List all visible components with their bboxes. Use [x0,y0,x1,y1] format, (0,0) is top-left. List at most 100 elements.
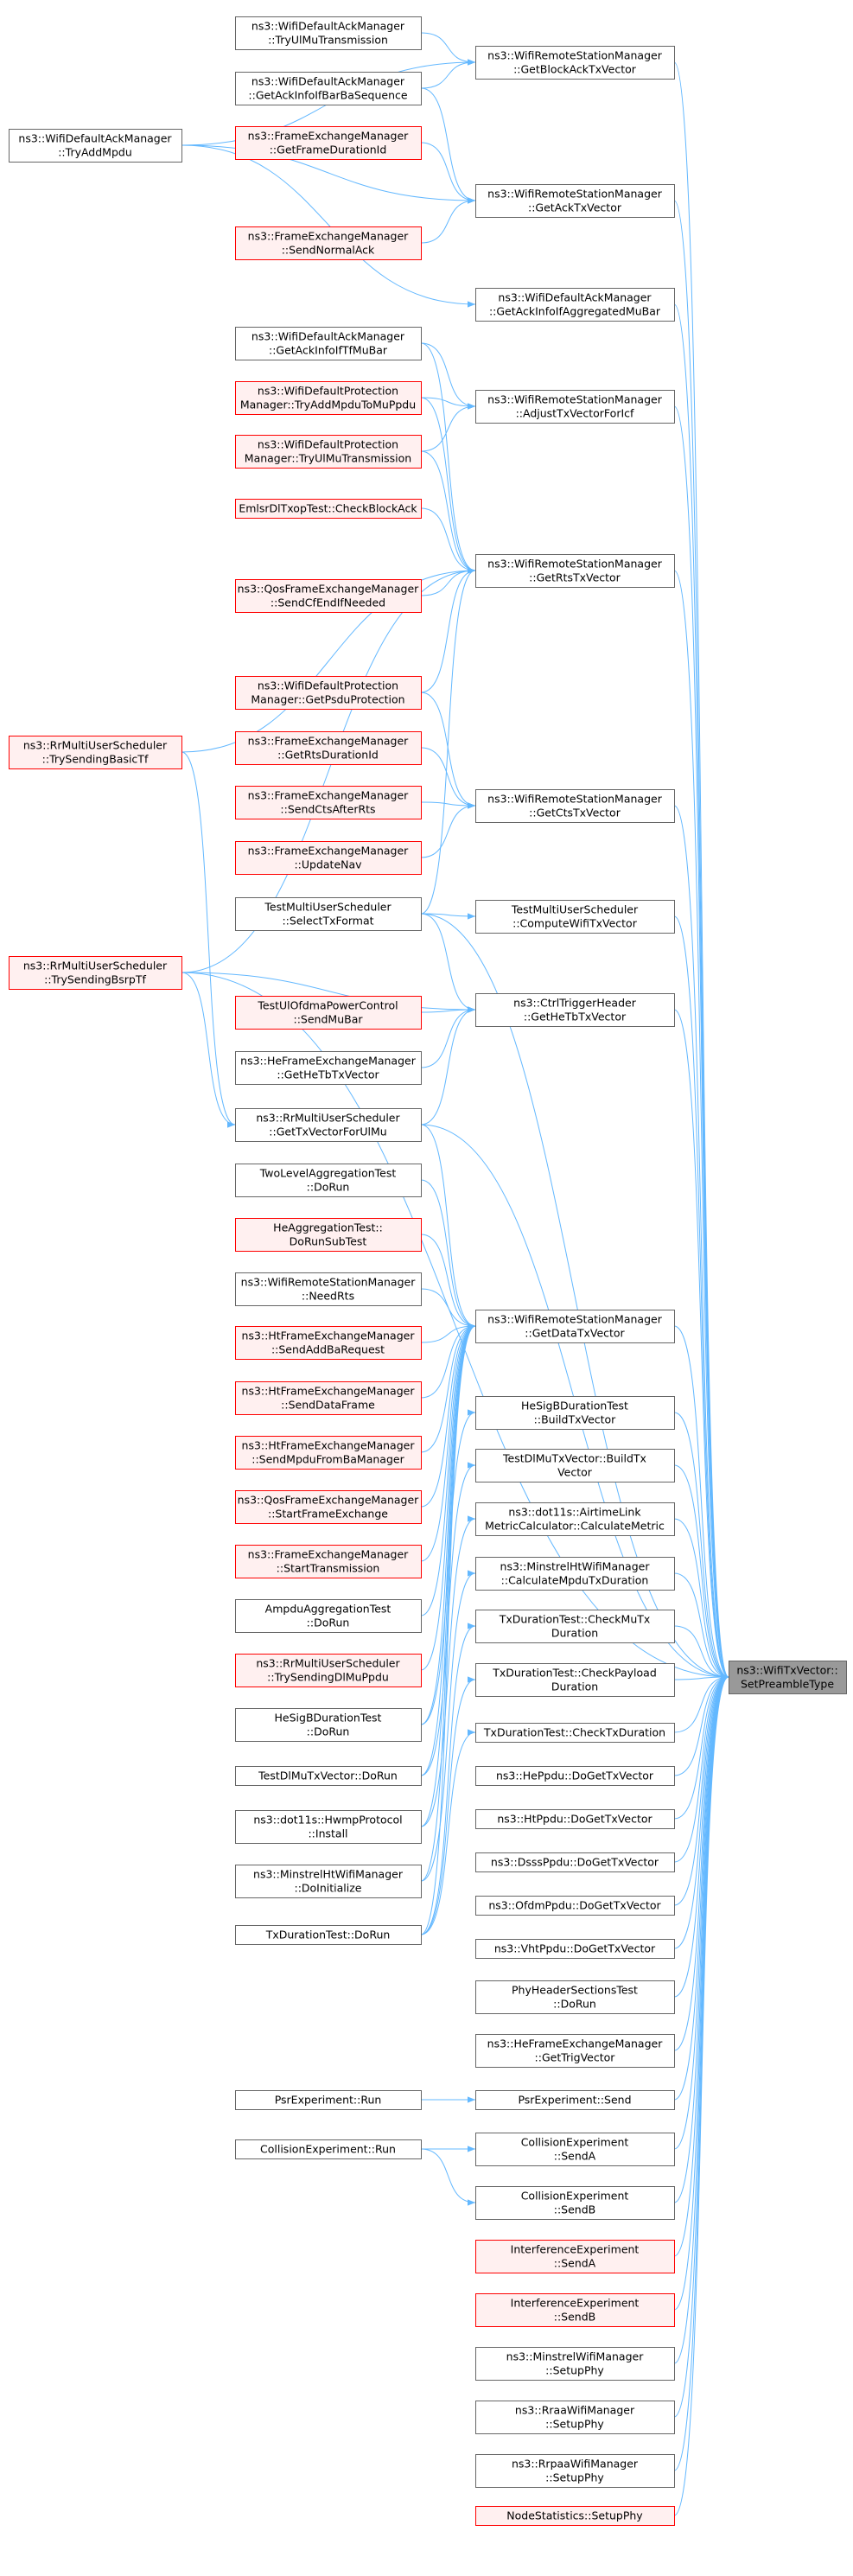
node-txd_checktx[interactable]: TxDurationTest::CheckTxDuration [475,1723,675,1743]
node-box [235,1654,422,1687]
node-rrmus_basictf[interactable]: ns3::RrMultiUserScheduler::TrySendingBas… [9,736,182,769]
node-rsm_adjust[interactable]: ns3::WifiRemoteStationManager::AdjustTxV… [475,390,675,424]
node-heppdu[interactable]: ns3::HePpdu::DoGetTxVector [475,1766,675,1786]
node-ofdmppdu[interactable]: ns3::OfdmPpdu::DoGetTxVector [475,1896,675,1916]
node-fem_rtsdur[interactable]: ns3::FrameExchangeManager::GetRtsDuratio… [235,731,422,765]
node-label-line: ns3::HeFrameExchangeManager [240,1055,417,1068]
edge-minstrelht_init-to-rsm_data [420,1323,476,1882]
node-rsm_cts[interactable]: ns3::WifiRemoteStationManager::GetCtsTxV… [475,789,675,823]
edge-coll_run-to-coll_sendb [420,2148,476,2206]
node-rrmus_bsrp[interactable]: ns3::RrMultiUserScheduler::TrySendingBsr… [9,956,182,990]
node-tdlmu_run[interactable]: TestDlMuTxVector::DoRun [235,1766,422,1786]
node-box [475,1939,675,1959]
node-htfem_addba[interactable]: ns3::HtFrameExchangeManager::SendAddBaRe… [235,1326,422,1360]
node-box [475,1852,675,1872]
node-txd_run[interactable]: TxDurationTest::DoRun [235,1925,422,1945]
node-hefem_hetb[interactable]: ns3::HeFrameExchangeManager::GetHeTbTxVe… [235,1051,422,1085]
node-hwmp[interactable]: ns3::dot11s::HwmpProtocol::Install [235,1810,422,1844]
node-box [475,900,675,934]
node-label-line: ::StartTransmission [277,1562,380,1575]
node-htfem_mpdu[interactable]: ns3::HtFrameExchangeManager::SendMpduFro… [235,1436,422,1470]
node-heagg[interactable]: HeAggregationTest::DoRunSubTest [235,1218,422,1252]
node-qos_start[interactable]: ns3::QosFrameExchangeManager::StartFrame… [235,1490,422,1524]
node-box [475,1557,675,1591]
node-dpm_addmpdu[interactable]: ns3::WifiDefaultProtectionManager::TryAd… [235,381,422,415]
node-psr_send[interactable]: PsrExperiment::Send [475,2090,675,2110]
node-dam_tryul[interactable]: ns3::WifiDefaultAckManager::TryUlMuTrans… [235,16,422,50]
node-tmus_select[interactable]: TestMultiUserScheduler::SelectTxFormat [235,897,422,931]
edge-rsm_blockack-to-target [673,61,729,1680]
node-coll_senda[interactable]: CollisionExperiment::SendA [475,2133,675,2166]
node-label-line: ::AdjustTxVectorForIcf [516,407,634,420]
node-htfem_data[interactable]: ns3::HtFrameExchangeManager::SendDataFra… [235,1381,422,1415]
node-rrpaa_setup[interactable]: ns3::RrpaaWifiManager::SetupPhy [475,2454,675,2488]
node-dot11s_calc[interactable]: ns3::dot11s::AirtimeLinkMetricCalculator… [475,1502,675,1536]
node-ctrl_hetb[interactable]: ns3::CtrlTriggerHeader::GetHeTbTxVector [475,993,675,1027]
node-dam_bar[interactable]: ns3::WifiDefaultAckManager::GetAckInfoIf… [235,72,422,105]
node-fem_normalack[interactable]: ns3::FrameExchangeManager::SendNormalAck [235,226,422,260]
node-htppdu[interactable]: ns3::HtPpdu::DoGetTxVector [475,1809,675,1829]
node-dpm_psdu[interactable]: ns3::WifiDefaultProtectionManager::GetPs… [235,676,422,710]
node-minstrel_calc[interactable]: ns3::MinstrelHtWifiManager::CalculateMpd… [475,1557,675,1591]
node-ulofdma[interactable]: TestUlOfdmaPowerControl::SendMuBar [235,996,422,1030]
node-box [475,1980,675,2014]
node-dam_tfmubar[interactable]: ns3::WifiDefaultAckManager::GetAckInfoIf… [235,327,422,360]
node-emlsr[interactable]: EmlsrDlTxopTest::CheckBlockAck [235,499,422,519]
edge-hefem_hetb-to-ctrl_hetb [420,1006,476,1068]
node-label-line: ns3::WifiDefaultAckManager [251,20,405,33]
node-hesig_build[interactable]: HeSigBDurationTest::BuildTxVector [475,1396,675,1430]
node-box [475,1610,675,1643]
node-label-line: ns3::HePpdu::DoGetTxVector [496,1769,654,1782]
node-qos_cfend[interactable]: ns3::QosFrameExchangeManager::SendCfEndI… [235,579,422,613]
node-label-line: MetricCalculator::CalculateMetric [485,1520,665,1533]
node-minstrelht_init[interactable]: ns3::MinstrelHtWifiManager::DoInitialize [235,1865,422,1898]
node-label-line: ns3::RrMultiUserScheduler [23,960,168,972]
node-tdlmu_build[interactable]: TestDlMuTxVector::BuildTxVector [475,1449,675,1482]
node-rsm_ack[interactable]: ns3::WifiRemoteStationManager::GetAckTxV… [475,184,675,218]
edge-rrmus_basictf-to-rrmus_ulmu [181,751,236,1128]
node-label-line: ns3::WifiDefaultAckManager [18,132,172,145]
node-rsm_needrts[interactable]: ns3::WifiRemoteStationManager::NeedRts [235,1272,422,1306]
node-box [235,1326,422,1360]
node-twolevel[interactable]: TwoLevelAggregationTest::DoRun [235,1164,422,1197]
node-label-line: TestDlMuTxVector::BuildTx [502,1452,646,1465]
node-fem_dur[interactable]: ns3::FrameExchangeManager::GetFrameDurat… [235,126,422,160]
node-phyhdr[interactable]: PhyHeaderSectionsTest::DoRun [475,1980,675,2014]
node-minstrel_setup[interactable]: ns3::MinstrelWifiManager::SetupPhy [475,2347,675,2381]
node-label-line: EmlsrDlTxopTest::CheckBlockAck [239,502,417,515]
node-coll_run[interactable]: CollisionExperiment::Run [235,2139,422,2159]
node-label-line: ns3::QosFrameExchangeManager [238,583,419,596]
node-rraa_setup[interactable]: ns3::RraaWifiManager::SetupPhy [475,2401,675,2434]
node-rsm_rts[interactable]: ns3::WifiRemoteStationManager::GetRtsTxV… [475,554,675,588]
node-dsssppdu[interactable]: ns3::DsssPpdu::DoGetTxVector [475,1852,675,1872]
node-rsm_data[interactable]: ns3::WifiRemoteStationManager::GetDataTx… [475,1310,675,1343]
node-intf_senda[interactable]: InterferenceExperiment::SendA [475,2240,675,2273]
node-label-line: ns3::WifiRemoteStationManager [487,558,663,571]
node-coll_sendb[interactable]: CollisionExperiment::SendB [475,2186,675,2220]
node-dam_aggmubar[interactable]: ns3::WifiDefaultAckManager::GetAckInfoIf… [475,288,675,322]
node-tmus_compute[interactable]: TestMultiUserScheduler::ComputeWifiTxVec… [475,900,675,934]
node-ampdu[interactable]: AmpduAggregationTest::DoRun [235,1599,422,1633]
node-vhtppdu[interactable]: ns3::VhtPpdu::DoGetTxVector [475,1939,675,1959]
node-label-line: ::SendMuBar [294,1013,364,1026]
node-rsm_blockack[interactable]: ns3::WifiRemoteStationManager::GetBlockA… [475,46,675,80]
node-box [235,1599,422,1633]
node-rrmus_ulmu[interactable]: ns3::RrMultiUserScheduler::GetTxVectorFo… [235,1108,422,1142]
node-fem_nav[interactable]: ns3::FrameExchangeManager::UpdateNav [235,841,422,875]
node-hesig_run[interactable]: HeSigBDurationTest::DoRun [235,1708,422,1742]
node-dam_tryadd[interactable]: ns3::WifiDefaultAckManager::TryAddMpdu [9,129,182,163]
node-intf_sendb[interactable]: InterferenceExperiment::SendB [475,2293,675,2327]
node-dpm_ulmu[interactable]: ns3::WifiDefaultProtectionManager::TryUl… [235,435,422,469]
node-target[interactable]: ns3::WifiTxVector::SetPreambleType [729,1661,847,1694]
node-fem_ctsafter[interactable]: ns3::FrameExchangeManager::SendCtsAfterR… [235,786,422,819]
node-label-line: TwoLevelAggregationTest [259,1167,397,1180]
node-label-line: ::GetRtsTxVector [529,571,621,584]
node-hefem_trig[interactable]: ns3::HeFrameExchangeManager::GetTrigVect… [475,2034,675,2068]
node-rrmus_dlmu[interactable]: ns3::RrMultiUserScheduler::TrySendingDlM… [235,1654,422,1687]
node-label-line: TestMultiUserScheduler [511,903,639,916]
node-nodestats[interactable]: NodeStatistics::SetupPhy [475,2506,675,2526]
node-fem_start[interactable]: ns3::FrameExchangeManager::StartTransmis… [235,1545,422,1578]
node-psr_run[interactable]: PsrExperiment::Run [235,2090,422,2110]
